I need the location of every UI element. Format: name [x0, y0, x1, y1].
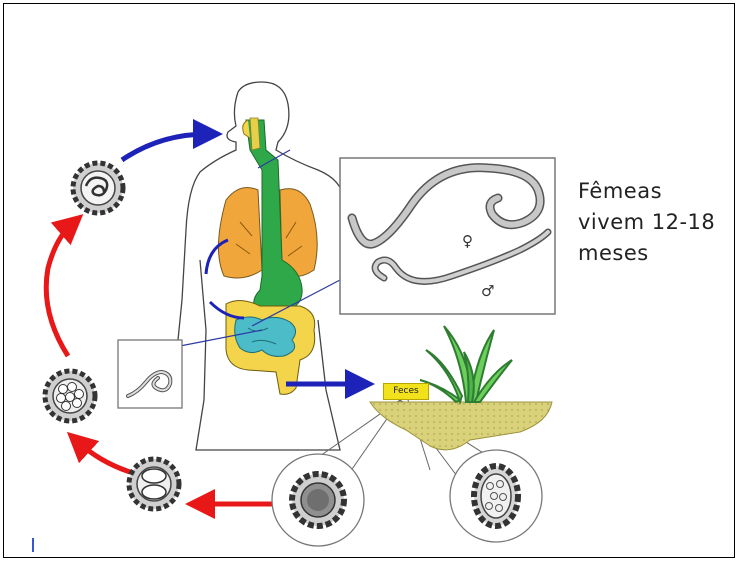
feces-label: Feces	[383, 383, 429, 400]
arrow-egg-to-mouth	[122, 134, 208, 160]
egg-two-cell-stage	[129, 459, 179, 509]
caption-line-2: vivem 12-18	[578, 207, 728, 238]
adult-worms-inset	[340, 158, 555, 314]
caption-line-1: Fêmeas	[578, 176, 728, 207]
grass-plant	[420, 326, 512, 402]
egg-morula-stage	[45, 371, 95, 421]
intestines	[226, 300, 315, 394]
egg-unfertilized	[450, 450, 542, 542]
arrow-egg3-to-egg2	[46, 224, 72, 356]
soil-ground	[370, 402, 552, 450]
female-lifespan-caption: Fêmeas vivem 12-18 meses	[578, 176, 728, 269]
egg-fertilized-fresh	[272, 454, 364, 546]
male-symbol: ♂	[481, 282, 494, 300]
arrow-egg4-to-egg3	[78, 442, 130, 472]
egg-embryonated-larva	[73, 163, 123, 213]
larva-inset	[118, 340, 182, 408]
text-cursor-mark	[32, 538, 34, 552]
female-symbol: ♀	[462, 232, 473, 250]
caption-line-3: meses	[578, 238, 728, 269]
